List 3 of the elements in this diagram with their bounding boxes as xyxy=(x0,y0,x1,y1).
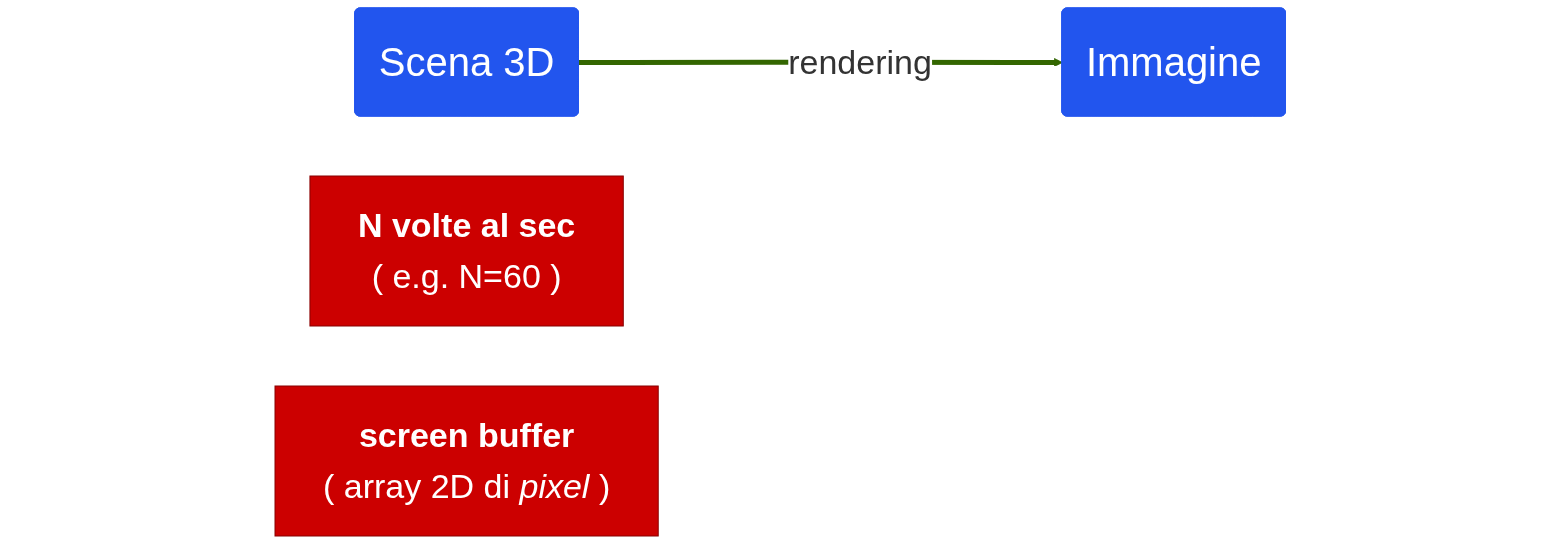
node-box: N volte al sec ( e.g. N=60 ) xyxy=(309,175,625,327)
node-box: screen buffer ( array 2D di pixel ) xyxy=(274,385,659,537)
edge-label: rendering xyxy=(788,42,933,81)
